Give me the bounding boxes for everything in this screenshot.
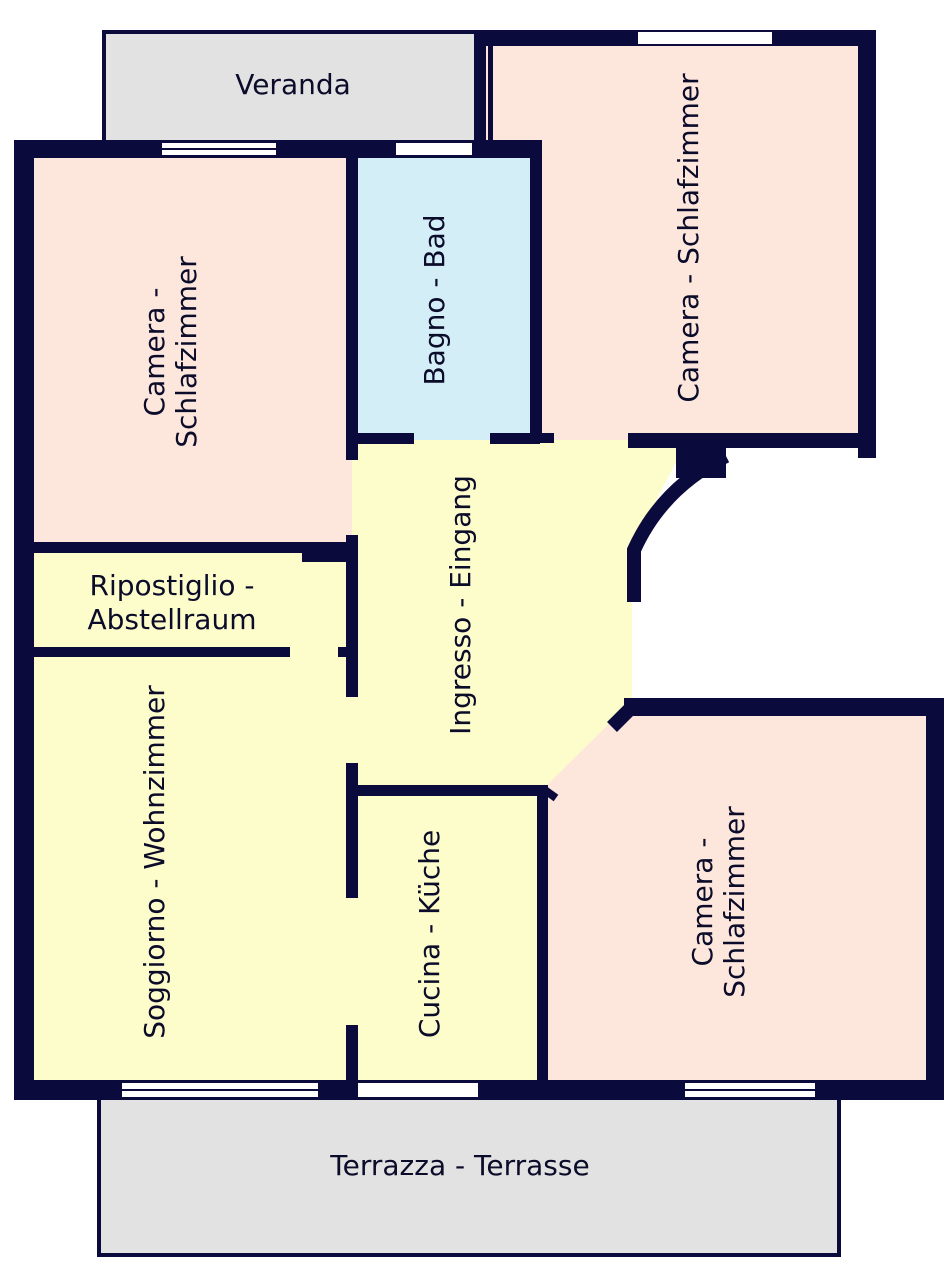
label-storage: Ripostiglio - Abstellraum [88,569,257,636]
window-bath [396,143,472,155]
label-bedroom-bottom-right-line1: Camera - [686,838,719,967]
label-bath: Bagno - Bad [418,214,451,385]
terrace-area [97,1088,841,1257]
windows [122,32,815,1097]
window-bedroom-left [162,143,276,155]
label-kitchen: Cucina - Küche [413,830,446,1038]
storage-area [24,548,352,652]
bedroom-top-right-area [486,40,866,448]
label-living: Soggiorno - Wohnzimmer [138,685,171,1039]
living-area [24,652,352,1090]
label-terrace: Terrazza - Terrasse [329,1149,589,1182]
label-bedroom-left-line1: Camera - [138,288,171,417]
label-veranda: Veranda [235,68,351,101]
label-storage-line2: Abstellraum [88,603,257,636]
kitchen-area [352,790,542,1090]
window-living [122,1083,318,1097]
label-bedroom-top-right: Camera - Schlafzimmer [672,73,705,403]
label-entrance: Ingresso - Eingang [444,475,477,735]
label-storage-line1: Ripostiglio - [90,569,255,602]
window-top-right [638,32,772,44]
label-bedroom-left-line2: Schlafzimmer [170,256,203,448]
label-bedroom-left: Camera - Schlafzimmer [138,256,203,448]
window-kitchen [358,1083,478,1097]
label-bedroom-bottom-right-line2: Schlafzimmer [718,806,751,998]
curved-wall [627,449,730,602]
window-bedroom-bottom-right [685,1083,815,1097]
bedroom-left-area [24,150,352,545]
diagonal-wall-upper [607,704,635,732]
veranda-area [102,30,482,149]
entrance-area [352,440,676,790]
label-bedroom-bottom-right: Camera - Schlafzimmer [686,806,751,998]
diagonal-wall-lower [539,784,559,802]
bedroom-bottom-right-area [542,707,934,1090]
bath-area [352,150,536,440]
